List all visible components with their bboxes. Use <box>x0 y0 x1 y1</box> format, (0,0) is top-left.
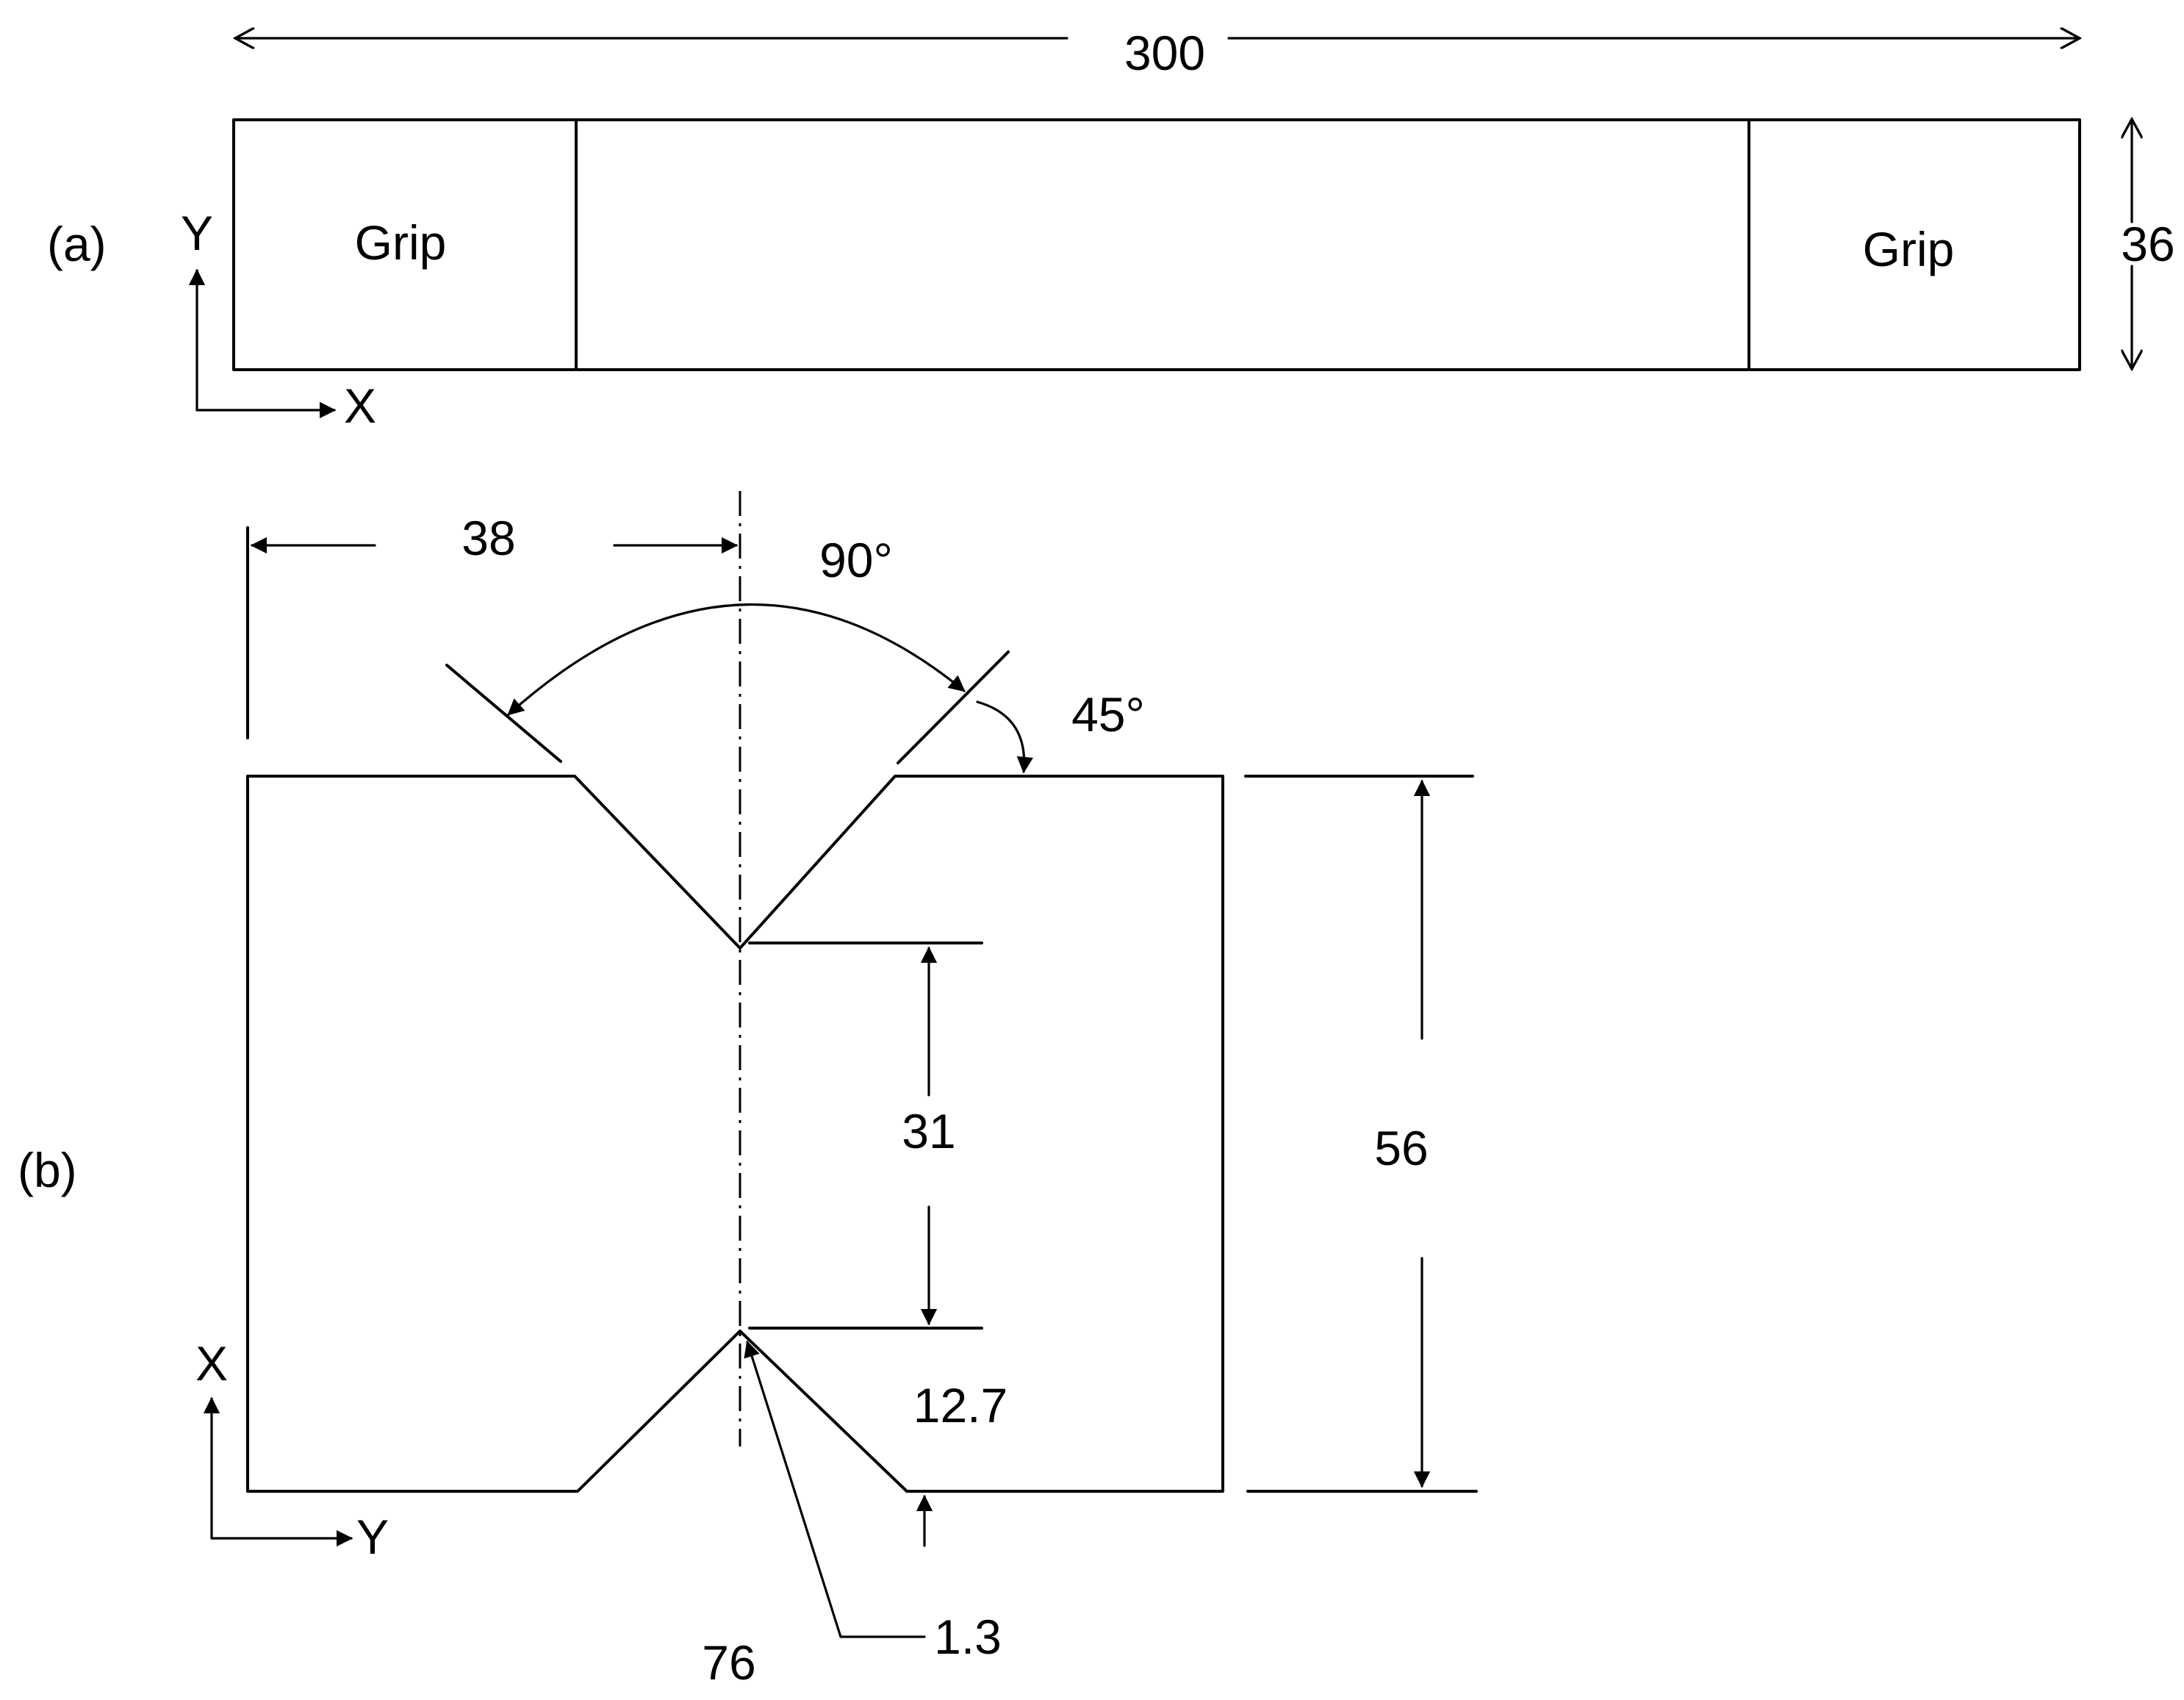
thickness-label: 56 <box>1374 1121 1428 1175</box>
included-angle-label: 90° <box>819 533 893 587</box>
notch-gap-label: 31 <box>902 1104 955 1158</box>
bevel-angle-arc <box>976 700 1034 774</box>
left-bevel-extension <box>445 664 562 763</box>
width-label: 76 <box>702 1635 755 1690</box>
included-angle-arc <box>507 603 966 716</box>
x-axis-label-a: X <box>344 379 376 433</box>
left-grip-label: Grip <box>355 215 447 270</box>
root-face-label: 1.3 <box>934 1610 1002 1664</box>
right-grip-label: Grip <box>1863 222 1955 276</box>
panel-b: (b) 90° 45° 38 31 56 12.7 <box>18 491 1478 1690</box>
notched-plate-outline <box>246 775 1224 1493</box>
bevel-angle-label: 45° <box>1071 687 1145 742</box>
panel-a: (a) 300 Grip Grip 36 Y X <box>47 26 2175 433</box>
strip-specimen <box>232 118 2081 371</box>
half-width-label: 38 <box>461 511 515 565</box>
x-axis-label-b: X <box>195 1336 228 1391</box>
root-face-leader <box>744 1340 926 1638</box>
lower-depth-label: 12.7 <box>913 1378 1007 1432</box>
panel-b-label: (b) <box>18 1143 77 1197</box>
y-axis-label-a: Y <box>181 206 213 260</box>
length-dimension-label: 300 <box>1124 26 1205 80</box>
panel-a-label: (a) <box>47 217 107 271</box>
y-axis-label-b: Y <box>356 1510 389 1564</box>
height-dimension-label: 36 <box>2121 217 2174 271</box>
